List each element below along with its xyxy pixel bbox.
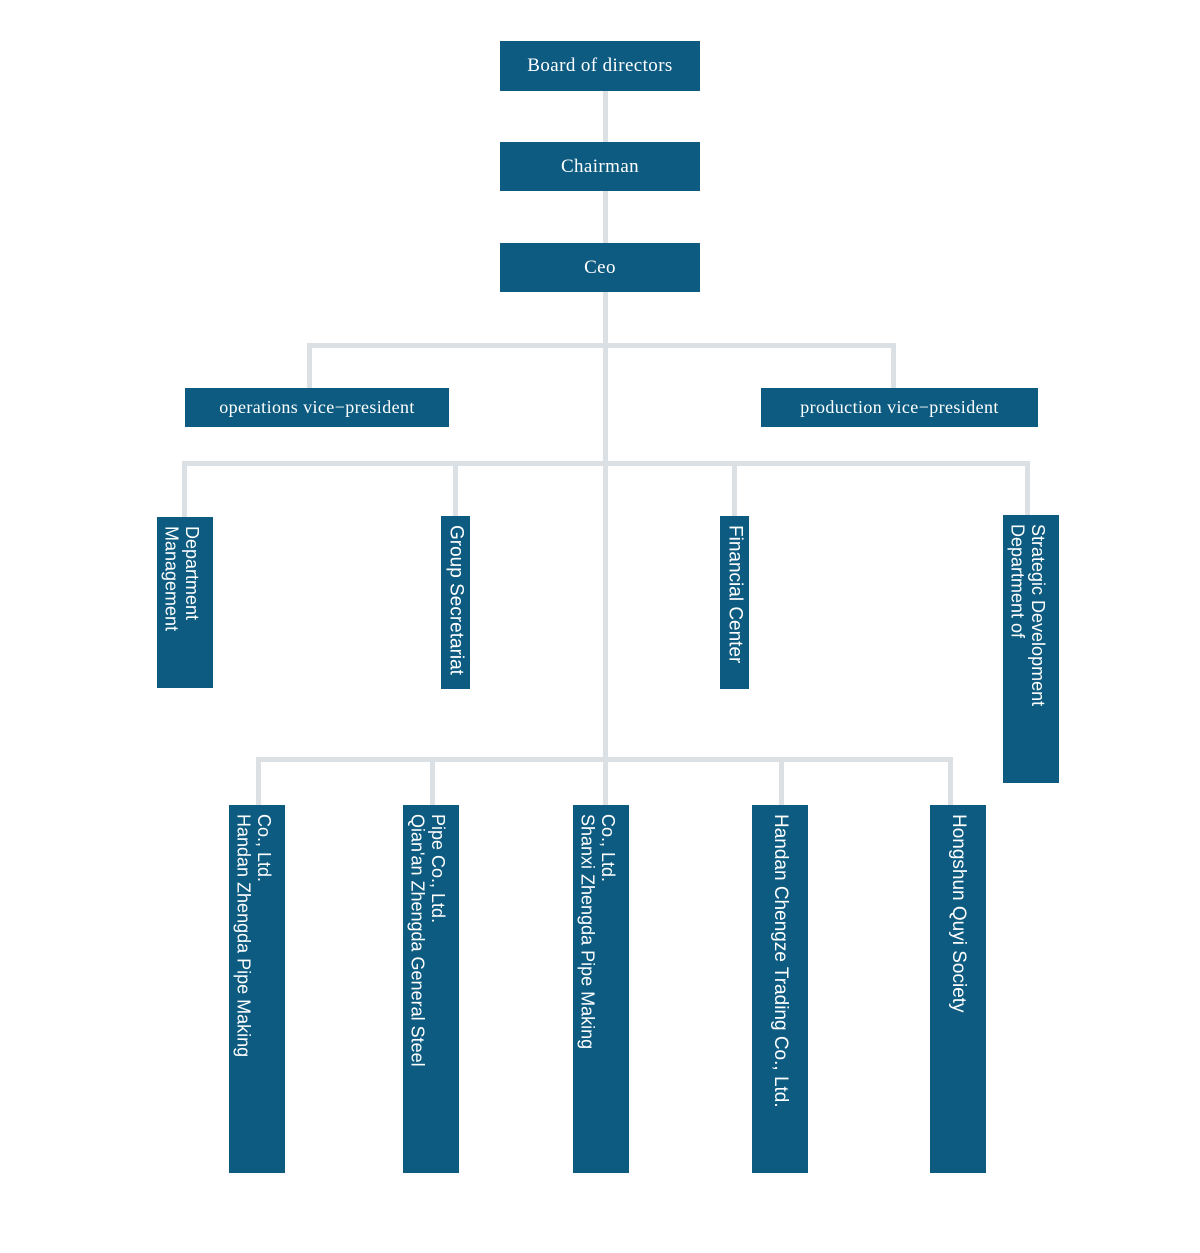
node-label-line2: Department <box>182 526 203 621</box>
node-group-secretariat[interactable]: Group Secretariat <box>441 516 470 689</box>
node-handan-chengze-trading[interactable]: Handan Chengze Trading Co., Ltd. <box>752 805 808 1173</box>
vertical-text-wrap: Group Secretariat <box>441 516 470 689</box>
connector-bus-to-management-department <box>182 461 187 518</box>
node-label: Financial Center <box>724 525 746 664</box>
node-handan-zhengda-pipe-making[interactable]: Handan Zhengda Pipe Making Co., Ltd. <box>229 805 285 1173</box>
node-label-line1: Qian'an Zhengda General Steel <box>407 814 428 1067</box>
node-label: Hongshun Quyi Society <box>947 814 969 1013</box>
vertical-text-wrap: Handan Chengze Trading Co., Ltd. <box>752 805 808 1173</box>
node-label-line2: Strategic Development <box>1028 524 1049 707</box>
node-board-of-directors[interactable]: Board of directors <box>500 41 700 91</box>
vertical-text-wrap: Hongshun Quyi Society <box>930 805 986 1173</box>
connector-chairman-to-ceo <box>603 191 608 244</box>
vertical-text-wrap: Handan Zhengda Pipe Making Co., Ltd. <box>229 805 285 1173</box>
node-label-line1: Shanxi Zhengda Pipe Making <box>577 814 598 1050</box>
vertical-text-wrap: Financial Center <box>720 516 749 689</box>
node-shanxi-zhengda-pipe-making[interactable]: Shanxi Zhengda Pipe Making Co., Ltd. <box>573 805 629 1173</box>
connector-bus-to-group-secretariat <box>453 461 458 518</box>
connector-board-to-chairman <box>603 91 608 143</box>
vertical-text-wrap: Qian'an Zhengda General Steel Pipe Co., … <box>403 805 459 1173</box>
connector-bus-to-handan-zhengda <box>256 757 261 807</box>
bus-departments <box>182 461 1030 466</box>
vertical-text-wrap: Shanxi Zhengda Pipe Making Co., Ltd. <box>573 805 629 1173</box>
connector-bus-to-hongshun-quyi <box>948 757 953 807</box>
connector-bus-to-strategic-development <box>1025 461 1030 518</box>
node-label-line1: Handan Zhengda Pipe Making <box>233 814 254 1058</box>
node-operations-vice-president[interactable]: operations vice−president <box>185 388 449 427</box>
node-label-line2: Co., Ltd. <box>254 814 275 883</box>
node-chairman[interactable]: Chairman <box>500 142 700 191</box>
node-label: operations vice−president <box>219 397 415 418</box>
node-management-department[interactable]: Management Department <box>157 517 213 688</box>
node-department-of-strategic-development[interactable]: Department of Strategic Development <box>1003 515 1059 783</box>
node-label: Handan Chengze Trading Co., Ltd. <box>769 814 791 1108</box>
vertical-text-wrap: Department of Strategic Development <box>1003 515 1059 783</box>
node-qianan-zhengda-general-steel-pipe[interactable]: Qian'an Zhengda General Steel Pipe Co., … <box>403 805 459 1173</box>
node-label: Ceo <box>584 256 616 278</box>
connector-bus-to-operations-vp <box>307 343 312 389</box>
node-label-line2: Co., Ltd. <box>598 814 619 883</box>
node-hongshun-quyi-society[interactable]: Hongshun Quyi Society <box>930 805 986 1173</box>
node-label: Board of directors <box>527 55 673 77</box>
node-label-line2: Pipe Co., Ltd. <box>428 814 449 924</box>
connector-ceo-trunk <box>603 292 608 806</box>
node-ceo[interactable]: Ceo <box>500 243 700 292</box>
node-label: production vice−president <box>800 397 999 418</box>
node-financial-center[interactable]: Financial Center <box>720 516 749 689</box>
node-label-line1: Department of <box>1007 524 1028 639</box>
node-label: Chairman <box>560 155 640 177</box>
connector-bus-to-financial-center <box>732 461 737 518</box>
node-production-vice-president[interactable]: production vice−president <box>761 388 1038 427</box>
vertical-text-wrap: Management Department <box>157 517 213 688</box>
connector-bus-to-shanxi-zhengda <box>603 757 608 807</box>
connector-bus-to-handan-chengze <box>779 757 784 807</box>
connector-bus-to-qianan-zhengda <box>430 757 435 807</box>
node-label-line1: Management <box>161 526 182 632</box>
bus-vice-presidents <box>307 343 896 348</box>
connector-bus-to-production-vp <box>891 343 896 389</box>
node-label: Group Secretariat <box>445 525 467 675</box>
